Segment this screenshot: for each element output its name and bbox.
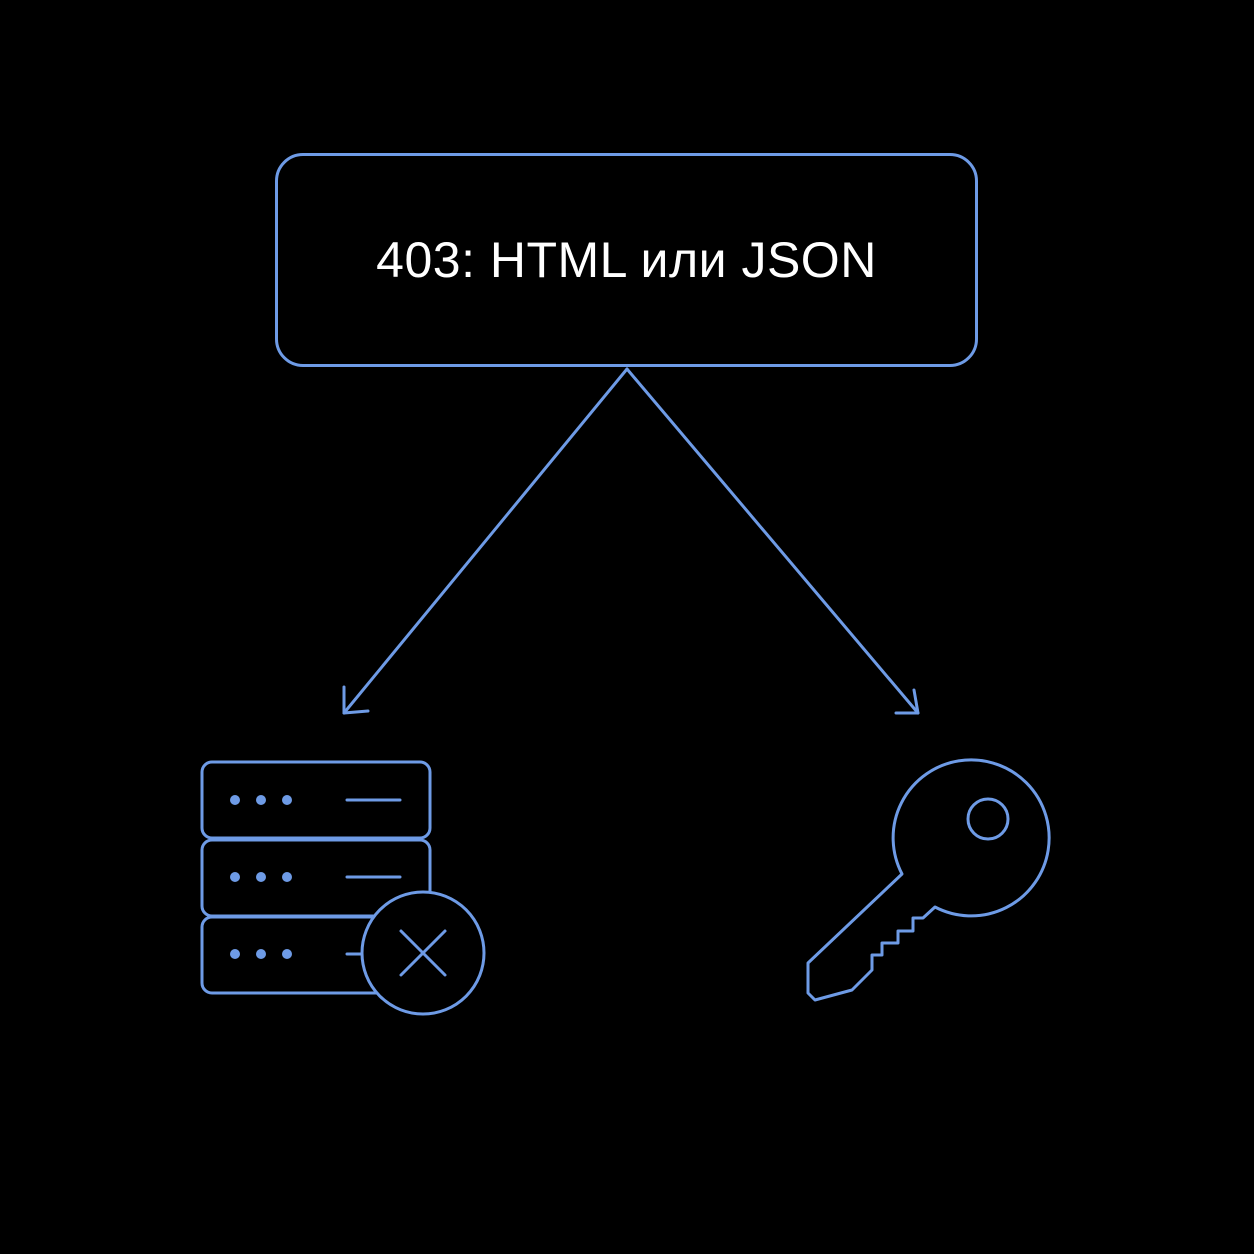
server-error-icon <box>200 760 486 1016</box>
arrow-to-server <box>342 367 629 715</box>
error-badge-icon <box>360 890 486 1016</box>
key-icon <box>806 758 1051 1002</box>
error-title-box: 403: HTML или JSON <box>275 153 978 367</box>
arrow-to-key <box>625 367 920 715</box>
error-title-text: 403: HTML или JSON <box>376 232 877 288</box>
